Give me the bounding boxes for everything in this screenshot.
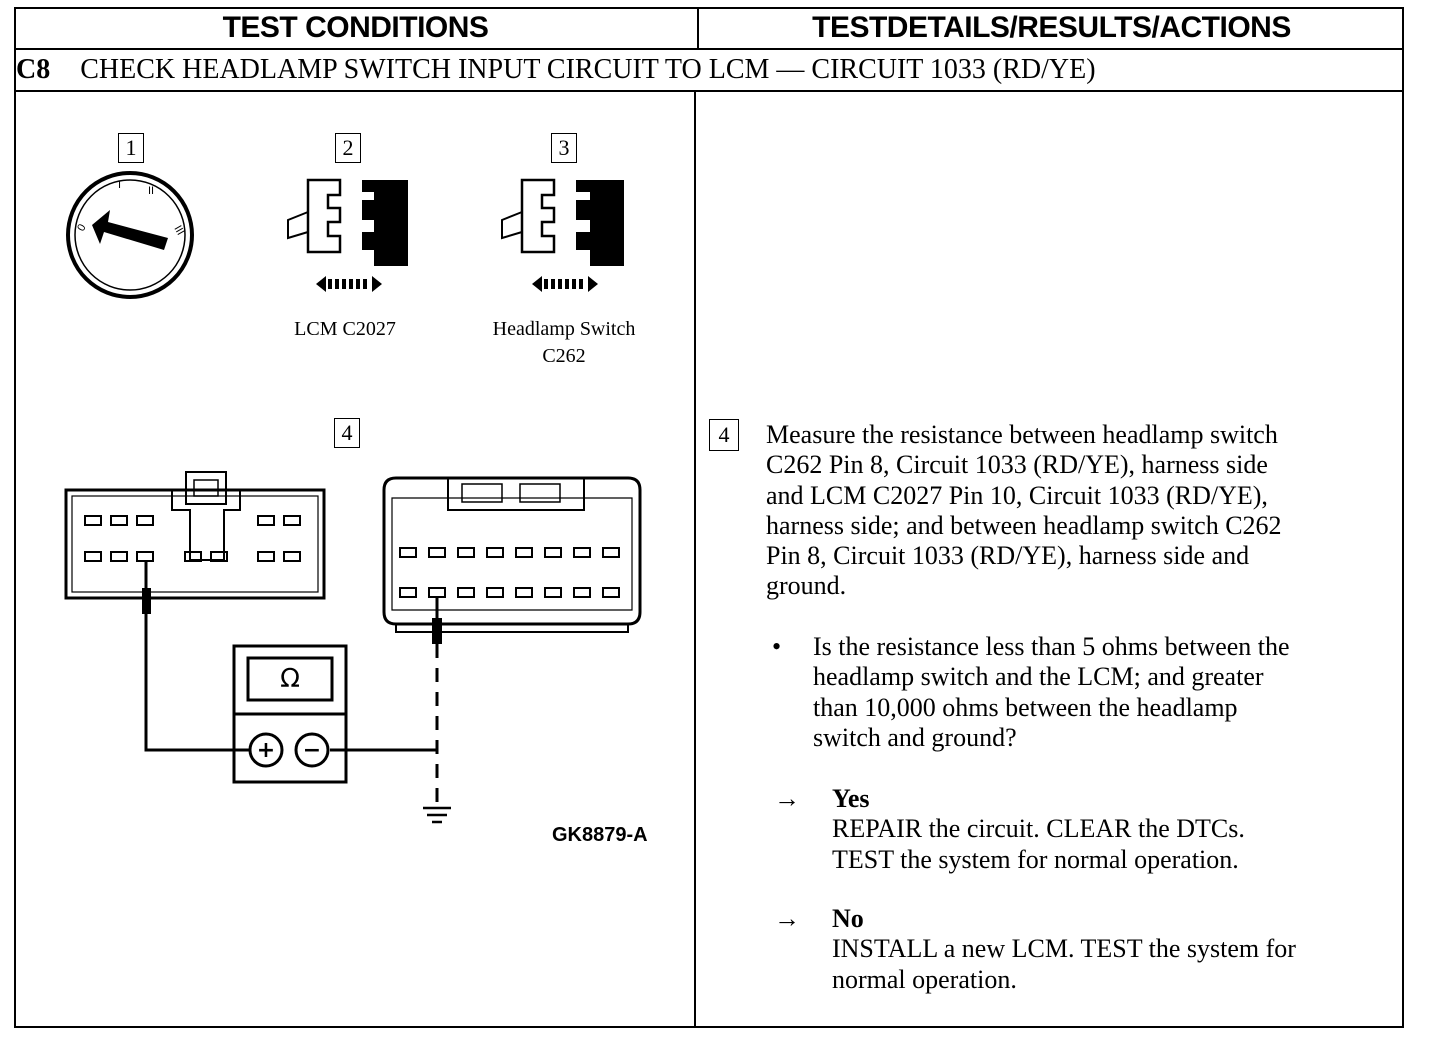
headlamp-c262-connector-drawing	[382, 476, 642, 633]
svg-text:II: II	[148, 185, 154, 197]
instruction-line: Measure the resistance between headlamp …	[766, 420, 1278, 449]
instruction-line: ground.	[766, 571, 847, 601]
instruction-line: Pin 8, Circuit 1033 (RD/YE), harness sid…	[766, 541, 1250, 571]
header-test-details: TESTDETAILS/RESULTS/ACTIONS	[812, 11, 1291, 44]
step-code: C8	[16, 54, 51, 85]
no-arrow-icon: →	[774, 904, 800, 933]
question-line: than 10,000 ohms between the headlamp	[813, 692, 1238, 722]
yes-block: Yes REPAIR the circuit. CLEAR the DTCs. …	[832, 784, 1402, 875]
header-row-divider	[14, 48, 1404, 50]
no-block: No INSTALL a new LCM. TEST the system fo…	[832, 904, 1402, 995]
no-action-line: INSTALL a new LCM. TEST the system for	[832, 934, 1296, 964]
headlamp-connector-label-line1: Headlamp Switch	[492, 318, 636, 340]
question-bullet: •	[772, 632, 782, 661]
headlamp-connector-label: Headlamp Switch C262	[474, 316, 654, 370]
minus-terminal: −	[302, 737, 322, 763]
figure-step-1-box: 1	[118, 133, 144, 163]
question-line: Is the resistance less than 5 ohms betwe…	[813, 632, 1290, 661]
plus-terminal: +	[256, 737, 276, 763]
figure-step-4-box: 4	[334, 418, 360, 448]
no-label: No	[832, 904, 864, 933]
instruction-line: and LCM C2027 Pin 10, Circuit 1033 (RD/Y…	[766, 480, 1268, 510]
connector-disconnect-icon-headlamp	[501, 178, 624, 292]
title-row-divider	[14, 90, 1404, 92]
connector-disconnect-icon-lcm	[287, 178, 408, 292]
figure-id: GK8879-A	[552, 824, 648, 846]
headlamp-connector-label-line2: C262	[542, 345, 586, 367]
ohm-symbol: Ω	[280, 664, 300, 694]
question-text: Is the resistance less than 5 ohms betwe…	[813, 632, 1403, 753]
lcm-connector-label: LCM C2027	[294, 318, 396, 340]
header-column-divider	[697, 7, 699, 50]
meter-leads	[142, 560, 451, 824]
header-test-conditions: TEST CONDITIONS	[222, 11, 489, 44]
question-line: switch and ground?	[813, 722, 1017, 752]
figure-step-3-box: 3	[551, 133, 577, 163]
instruction-line: C262 Pin 8, Circuit 1033 (RD/YE), harnes…	[766, 450, 1268, 480]
yes-arrow-icon: →	[774, 784, 800, 813]
step-title: CHECK HEADLAMP SWITCH INPUT CIRCUIT TO L…	[80, 54, 1096, 85]
step-title-row: C8 CHECK HEADLAMP SWITCH INPUT CIRCUIT T…	[16, 50, 1096, 90]
test-diagram: 0 I II III	[64, 171, 642, 824]
details-step-4-box: 4	[709, 419, 739, 451]
instruction-text: Measure the resistance between headlamp …	[766, 420, 1396, 602]
table-outer-border	[14, 7, 1404, 1028]
yes-action-line: TEST the system for normal operation.	[832, 844, 1239, 874]
body-column-divider	[694, 90, 696, 1028]
svg-text:0: 0	[75, 222, 88, 233]
figure-step-2-box: 2	[335, 133, 361, 163]
yes-label: Yes	[832, 784, 870, 813]
ohmmeter-icon	[232, 644, 348, 784]
svg-text:I: I	[118, 179, 121, 191]
no-action-line: normal operation.	[832, 964, 1017, 994]
ignition-switch-icon: 0 I II III	[66, 171, 194, 299]
instruction-line: harness side; and between headlamp switc…	[766, 510, 1282, 540]
yes-action-line: REPAIR the circuit. CLEAR the DTCs.	[832, 814, 1245, 844]
svg-text:III: III	[171, 224, 186, 238]
question-line: headlamp switch and the LCM; and greater	[813, 662, 1264, 692]
lcm-c2027-connector-drawing	[64, 471, 326, 600]
